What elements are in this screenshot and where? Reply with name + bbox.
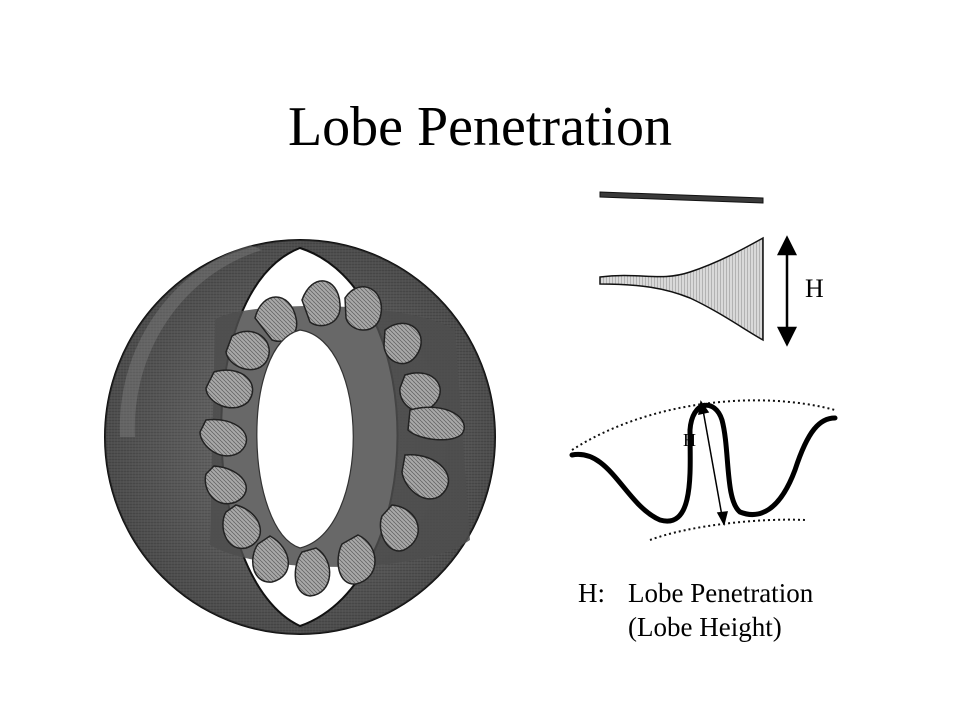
lobe-petals [199, 280, 465, 597]
legend-term: H: [578, 578, 605, 608]
slide-title: Lobe Penetration [287, 96, 673, 158]
dimension-label-h-top: H [805, 274, 824, 303]
legend-definition-line2: (Lobe Height) [628, 612, 782, 642]
dimension-label-h-lobe: H [683, 430, 696, 450]
legend-definition-line1: Lobe Penetration [628, 578, 814, 608]
legend-definition: H: Lobe Penetration (Lobe Height) [578, 576, 813, 644]
mixer-core-opening [256, 329, 354, 549]
